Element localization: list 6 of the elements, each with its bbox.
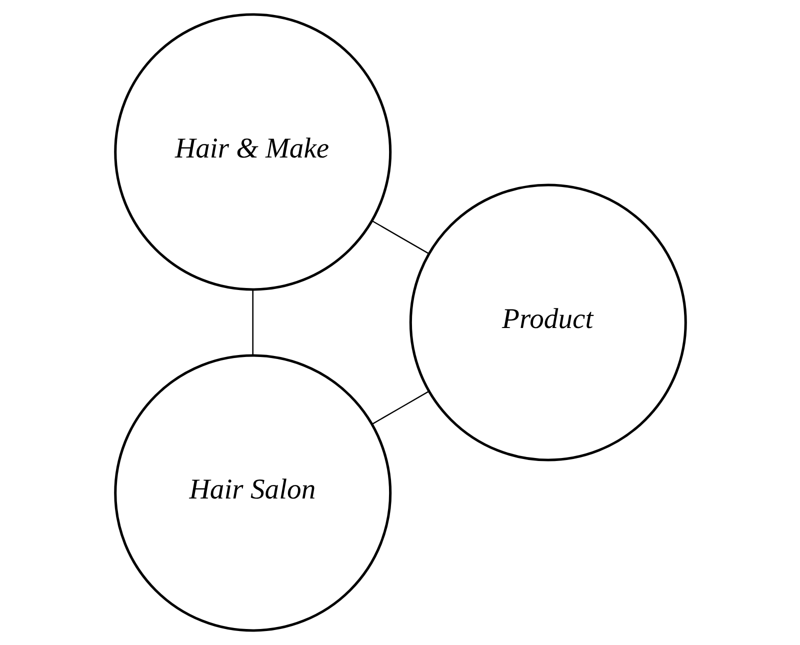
connector [252,290,253,356]
node-circle: Hair Salon [114,354,392,632]
connector [371,390,429,425]
node-circle: Hair & Make [114,13,392,291]
node-circle: Product [408,184,686,462]
connector [371,220,429,254]
